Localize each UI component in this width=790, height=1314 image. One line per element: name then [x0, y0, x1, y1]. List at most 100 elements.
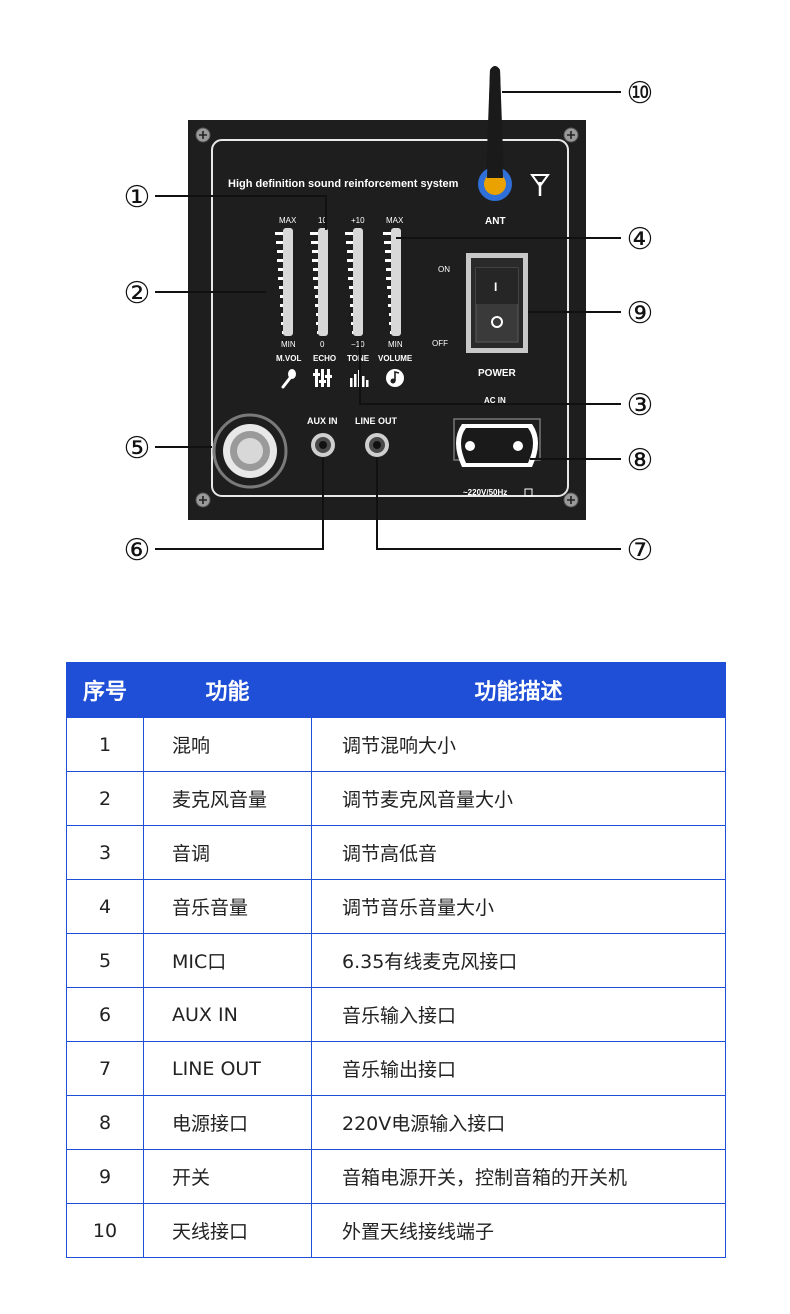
slider-mvol-bottom: MIN [281, 340, 296, 349]
row-number: 3 [66, 825, 144, 880]
callout-6: ⑥ [124, 534, 151, 567]
switch-on-symbol: I [494, 280, 497, 294]
slider-echo-track[interactable] [318, 228, 328, 336]
row-number: 1 [66, 717, 144, 772]
table-row: 10 天线接口 外置天线接线端子 [66, 1203, 726, 1258]
scale-tick [278, 268, 286, 271]
scale-tick [277, 250, 286, 253]
row-number: 7 [66, 1041, 144, 1096]
slider-tone-top: +10 [351, 216, 365, 225]
scale-tick [349, 286, 356, 289]
aux-in-label: AUX IN [307, 416, 338, 426]
row-description: 音乐输入接口 [311, 987, 726, 1042]
slider-group: MAX 10 +10 MAX MIN 0 −10 MIN M.VOL ECHO … [275, 216, 413, 363]
row-description: 调节高低音 [311, 825, 726, 880]
screw-icon [563, 492, 579, 508]
scale-tick [348, 268, 356, 271]
switch-on-label: ON [438, 265, 450, 274]
microphone-icon [281, 369, 296, 389]
scale-tick [386, 268, 394, 271]
callout-4: ④ [627, 223, 654, 256]
callout-8: ⑧ [627, 444, 654, 477]
panel-inner-border [211, 139, 569, 497]
line-out-jack[interactable] [365, 433, 389, 457]
slider-tone-track[interactable] [353, 228, 363, 336]
slider-tone-name: TONE [347, 354, 370, 363]
scale-tick [347, 250, 356, 253]
slider-echo-top: 10 [318, 216, 327, 225]
aux-in-jack[interactable] [311, 433, 335, 457]
row-function: 麦克风音量 [143, 771, 312, 826]
table-header-row: 序号 功能 功能描述 [66, 662, 726, 718]
slider-mvol-track[interactable] [283, 228, 293, 336]
table-row: 6 AUX IN 音乐输入接口 [66, 987, 726, 1042]
table-row: 2 麦克风音量 调节麦克风音量大小 [66, 771, 726, 826]
scale-tick [383, 232, 394, 235]
slider-volume-name: VOLUME [378, 354, 413, 363]
scale-tick [312, 250, 321, 253]
row-function: MIC口 [143, 933, 312, 988]
antenna[interactable] [478, 66, 512, 201]
voltage-label: ~220V/50Hz [463, 488, 507, 497]
spec-table: 序号 功能 功能描述 1 混响 调节混响大小 2 麦克风音量 调节麦克风音量大小… [66, 662, 726, 1258]
scale-tick [384, 241, 394, 244]
scale-tick [312, 259, 321, 262]
scale-tick [313, 268, 321, 271]
slider-volume-top: MAX [386, 216, 404, 225]
row-function: 电源接口 [143, 1095, 312, 1150]
power-switch[interactable]: I [466, 253, 528, 353]
header-no: 序号 [66, 662, 144, 718]
row-description: 220V电源输入接口 [311, 1095, 726, 1150]
mic-jack[interactable] [212, 413, 288, 489]
leader-lines [155, 91, 621, 550]
ac-inlet[interactable] [453, 418, 541, 467]
row-function: LINE OUT [143, 1041, 312, 1096]
row-number: 4 [66, 879, 144, 934]
slider-volume-track[interactable] [391, 228, 401, 336]
row-description: 调节音乐音量大小 [311, 879, 726, 934]
callout-3: ③ [627, 389, 654, 422]
antenna-label: ANT [485, 216, 506, 227]
ac-in-label: AC IN [484, 396, 506, 405]
antenna-icon [530, 174, 550, 196]
row-number: 6 [66, 987, 144, 1042]
music-note-icon [386, 369, 404, 387]
table-row: 1 混响 调节混响大小 [66, 717, 726, 772]
row-function: 开关 [143, 1149, 312, 1204]
callout-5: ⑤ [124, 432, 151, 465]
row-function: 混响 [143, 717, 312, 772]
scale-tick [346, 241, 356, 244]
scale-tick [275, 232, 286, 235]
mixer-icon [313, 369, 332, 387]
scale-tick [348, 277, 356, 280]
header-function: 功能 [143, 662, 312, 718]
callout-10: ⑩ [627, 77, 654, 110]
header-description: 功能描述 [311, 662, 726, 718]
row-number: 10 [66, 1203, 144, 1258]
callout-1: ① [124, 181, 151, 214]
row-function: 音乐音量 [143, 879, 312, 934]
slider-volume-bottom: MIN [388, 340, 403, 349]
scale-tick [311, 241, 321, 244]
row-number: 2 [66, 771, 144, 826]
row-description: 外置天线接线端子 [311, 1203, 726, 1258]
table-row: 9 开关 音箱电源开关，控制音箱的开关机 [66, 1149, 726, 1204]
slider-echo-name: ECHO [313, 354, 336, 363]
row-description: 6.35有线麦克风接口 [311, 933, 726, 988]
scale-tick [314, 286, 321, 289]
table-row: 7 LINE OUT 音乐输出接口 [66, 1041, 726, 1096]
scale-tick [385, 250, 394, 253]
scale-tick [385, 259, 394, 262]
table-row: 5 MIC口 6.35有线麦克风接口 [66, 933, 726, 988]
scale-tick [310, 232, 321, 235]
callout-9: ⑨ [627, 297, 654, 330]
scale-tick [276, 241, 286, 244]
table-row: 3 音调 调节高低音 [66, 825, 726, 880]
double-insulation-icon [524, 488, 533, 497]
scale-tick [278, 277, 286, 280]
line-out-label: LINE OUT [355, 416, 398, 426]
scale-tick [386, 277, 394, 280]
scale-tick [313, 277, 321, 280]
slider-tone-bottom: −10 [351, 340, 365, 349]
row-description: 音乐输出接口 [311, 1041, 726, 1096]
